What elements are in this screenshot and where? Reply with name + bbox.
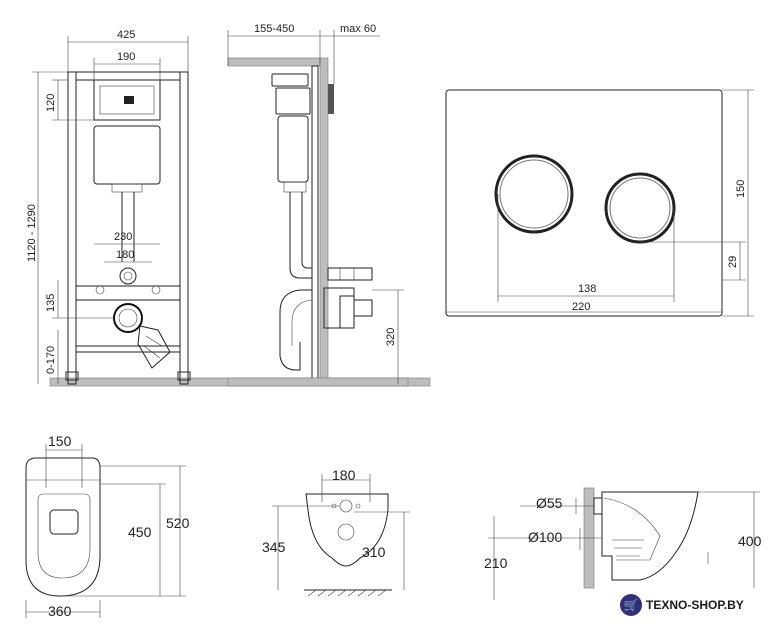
front-view: 425 190 120 1120 - 1290 230 180 135 0-17… <box>26 29 431 387</box>
dim-height-floor: 0-170 <box>45 346 57 374</box>
dim-depth-range: 155-450 <box>254 23 294 35</box>
dim-side-dia-small: Ø55 <box>536 495 563 511</box>
wall-top <box>227 57 321 67</box>
dim-side-dia-large: Ø100 <box>528 529 562 545</box>
dim-panel-height: 150 <box>735 180 747 198</box>
dim-width-mid2: 180 <box>116 249 134 261</box>
side-view: 155-450 max 60 320 <box>227 23 409 387</box>
frame-right-post <box>179 71 189 385</box>
cistern <box>93 125 161 185</box>
dim-height-top: 120 <box>45 94 57 112</box>
button-mount <box>93 79 161 121</box>
brand-logo-text: TEXNO-SHOP.BY <box>646 598 744 612</box>
toilet-back-view: 180 345 310 <box>262 467 410 597</box>
dim-height-drain: 135 <box>45 294 57 312</box>
dim-depth-max: max 60 <box>340 23 376 35</box>
dim-toilet-back-height-right: 310 <box>362 544 386 560</box>
small-flush-button <box>604 172 676 244</box>
dim-toilet-length-inner: 450 <box>128 524 152 540</box>
dim-toilet-back-width: 180 <box>332 467 356 483</box>
dim-button-spacing: 138 <box>578 283 596 295</box>
dim-toilet-length-total: 520 <box>166 515 190 531</box>
brand-logo: 🛒 TEXNO-SHOP.BY <box>620 592 744 618</box>
dim-toilet-back-height-left: 345 <box>262 539 286 555</box>
flush-plate-side <box>328 84 334 114</box>
dim-panel-width: 220 <box>572 301 590 313</box>
dim-width-total: 425 <box>117 29 135 41</box>
toilet-side-view: Ø55 Ø100 210 400 <box>484 487 762 600</box>
dim-height-outlet: 320 <box>385 328 397 346</box>
cart-icon: 🛒 <box>620 594 642 616</box>
dim-width-mid: 230 <box>114 231 132 243</box>
dim-side-height-right: 400 <box>738 533 762 549</box>
large-flush-button <box>494 154 574 234</box>
dim-side-height-left: 210 <box>484 555 508 571</box>
dim-toilet-bottom-width: 360 <box>48 603 72 619</box>
button-panel-view: 150 29 138 220 <box>445 89 754 317</box>
dim-toilet-top-width: 150 <box>48 433 72 449</box>
dim-width-inner: 190 <box>117 51 135 63</box>
frame-left-post <box>67 71 77 385</box>
toilet-side-outline <box>601 491 699 581</box>
dim-panel-offset: 29 <box>727 256 739 268</box>
cistern-side <box>277 115 309 183</box>
toilet-bowl-outline <box>25 457 101 597</box>
toilet-back-outline <box>305 493 389 567</box>
toilet-top-view: 150 450 520 360 <box>25 433 190 619</box>
dim-height-range: 1120 - 1290 <box>26 204 38 262</box>
flush-panel <box>445 89 723 317</box>
wall-vertical <box>319 57 329 385</box>
